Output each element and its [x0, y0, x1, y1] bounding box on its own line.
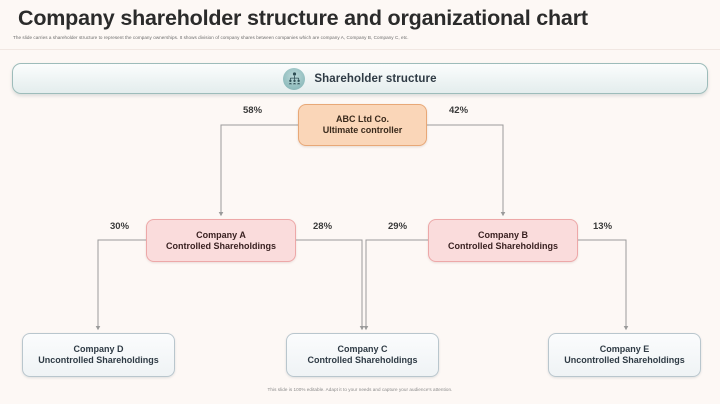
node-line-2: Uncontrolled Shareholdings — [564, 355, 685, 365]
node-line-1: Company B — [477, 229, 528, 240]
node-line-1: Company D — [73, 344, 124, 355]
node-line-2: Uncontrolled Shareholdings — [38, 355, 159, 365]
banner-content: Shareholder structure — [283, 67, 437, 90]
page-subtitle: The slide carries a shareholder structur… — [13, 35, 409, 40]
edge-label-b-to-c: 29% — [388, 221, 408, 232]
node-company-e[interactable]: Company E Uncontrolled Shareholdings — [548, 333, 701, 377]
edge-root-to-a — [218, 124, 298, 217]
node-line-1: Company A — [196, 229, 246, 240]
edge-b-to-c — [363, 239, 428, 331]
header-divider — [0, 49, 720, 50]
node-abc-ltd-co[interactable]: ABC Ltd Co. Ultimate controller — [298, 104, 427, 146]
node-company-b[interactable]: Company B Controlled Shareholdings — [428, 219, 578, 262]
edge-root-to-b — [427, 124, 506, 217]
node-line-1: Company C — [337, 344, 388, 355]
shareholder-structure-banner[interactable]: Shareholder structure — [12, 63, 708, 94]
node-line-2: Controlled Shareholdings — [307, 355, 418, 365]
node-line-1: ABC Ltd Co. — [336, 114, 389, 125]
node-line-2: Controlled Shareholdings — [165, 240, 276, 251]
node-company-c[interactable]: Company C Controlled Shareholdings — [286, 333, 439, 377]
footer-note: This slide is 100% editable. Adapt it to… — [267, 387, 453, 392]
node-company-a[interactable]: Company A Controlled Shareholdings — [146, 219, 296, 262]
edge-label-root-to-a: 58% — [243, 105, 263, 116]
edge-b-to-e — [578, 239, 629, 331]
node-line-1: Company E — [599, 344, 650, 355]
edge-a-to-d — [95, 239, 146, 331]
edge-label-b-to-e: 13% — [593, 221, 613, 232]
node-line-2: Controlled Shareholdings — [447, 240, 558, 251]
edge-label-a-to-d: 30% — [110, 221, 130, 232]
edge-a-to-c — [296, 239, 365, 331]
banner-title: Shareholder structure — [314, 72, 437, 85]
node-line-2: Ultimate controller — [322, 125, 403, 135]
page-title: Company shareholder structure and organi… — [18, 6, 588, 30]
node-company-d[interactable]: Company D Uncontrolled Shareholdings — [22, 333, 175, 377]
edge-label-a-to-c: 28% — [313, 221, 333, 232]
edge-label-root-to-b: 42% — [449, 105, 469, 116]
organization-people-icon — [283, 67, 306, 90]
